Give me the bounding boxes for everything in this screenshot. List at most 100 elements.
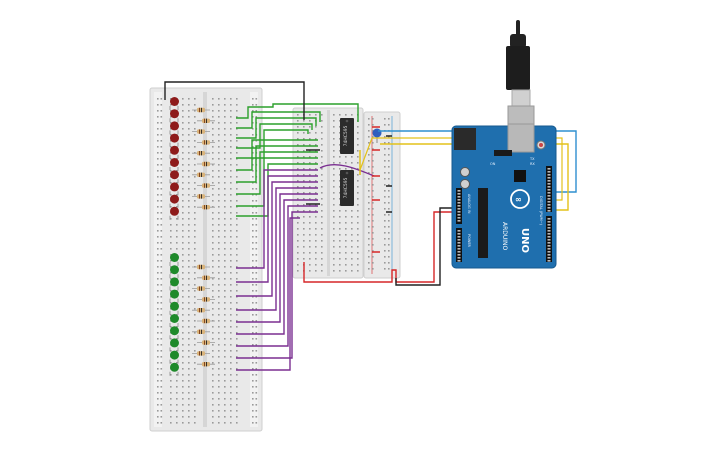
breadboard-hole <box>255 356 258 358</box>
green-led <box>170 301 179 311</box>
breadboard-hole <box>384 172 386 174</box>
breadboard-hole <box>333 174 335 176</box>
breadboard-hole <box>315 222 317 224</box>
breadboard-hole <box>224 314 226 316</box>
breadboard-hole <box>368 136 370 138</box>
breadboard-hole <box>182 98 184 100</box>
breadboard-hole <box>255 314 258 316</box>
resistor-band <box>204 205 205 210</box>
breadboard-hole <box>252 326 254 328</box>
breadboard-hole <box>309 174 311 176</box>
breadboard-hole <box>252 374 254 376</box>
breadboard-hole <box>230 416 232 418</box>
breadboard-hole <box>236 200 238 202</box>
breadboard-hole <box>333 204 335 206</box>
breadboard-hole <box>303 204 305 206</box>
breadboard-hole <box>230 248 232 250</box>
breadboard-hole <box>315 138 317 140</box>
breadboard-hole <box>309 252 311 254</box>
breadboard-hole <box>212 146 214 148</box>
breadboard-hole <box>297 204 299 206</box>
breadboard-hole <box>230 344 232 346</box>
breadboard-hole <box>236 194 238 196</box>
breadboard-hole <box>315 186 317 188</box>
breadboard-hole <box>224 272 226 274</box>
breadboard-hole <box>321 180 323 182</box>
breadboard-hole <box>230 374 232 376</box>
breadboard-hole <box>333 216 335 218</box>
breadboard-hole <box>297 132 299 134</box>
breadboard-hole <box>236 290 238 292</box>
breadboard-hole <box>303 246 305 248</box>
breadboard-hole <box>255 254 258 256</box>
breadboard-hole <box>372 256 374 258</box>
breadboard-hole <box>170 422 172 424</box>
breadboard-hole <box>339 132 341 134</box>
breadboard-hole <box>236 344 238 346</box>
breadboard-hole <box>384 166 386 168</box>
breadboard-hole <box>309 216 311 218</box>
breadboard-hole <box>188 266 190 268</box>
resistor-band <box>201 264 202 270</box>
resistor-band <box>201 129 202 134</box>
breadboard-hole <box>252 122 254 124</box>
breadboard-hole <box>170 362 172 364</box>
breadboard-hole <box>182 296 184 298</box>
breadboard-hole <box>230 272 232 274</box>
breadboard-hole <box>384 214 386 216</box>
breadboard-hole <box>255 218 258 220</box>
breadboard-hole <box>182 164 184 166</box>
resistor-band <box>201 194 202 199</box>
arduino-power-label: POWER <box>467 234 471 248</box>
breadboard-hole <box>230 266 232 268</box>
header-pin <box>457 205 461 207</box>
breadboard-hole <box>255 344 258 346</box>
breadboard-hole <box>351 270 353 272</box>
breadboard-hole <box>224 152 226 154</box>
breadboard-hole <box>212 344 214 346</box>
breadboard-hole <box>157 170 159 172</box>
breadboard-hole <box>339 144 341 146</box>
header-pin <box>457 257 461 259</box>
breadboard-hole <box>170 218 172 220</box>
header-pin <box>457 196 461 198</box>
breadboard-hole <box>368 118 370 120</box>
breadboard-hole <box>236 416 238 418</box>
header-pin <box>457 248 461 250</box>
breadboard-hole <box>321 144 323 146</box>
breadboard-hole <box>188 206 190 208</box>
breadboard-hole <box>357 126 359 128</box>
breadboard-hole <box>230 422 232 424</box>
breadboard-hole <box>212 236 214 238</box>
breadboard-hole <box>230 230 232 232</box>
breadboard-hole <box>160 140 163 142</box>
header-pin <box>547 189 551 191</box>
breadboard-hole <box>384 268 386 270</box>
breadboard-hole <box>157 158 159 160</box>
breadboard-hole <box>157 302 159 304</box>
breadboard-hole <box>388 214 390 216</box>
breadboard-hole <box>218 380 220 382</box>
breadboard-hole <box>218 398 220 400</box>
breadboard-hole <box>372 190 374 192</box>
breadboard-hole <box>252 254 254 256</box>
breadboard-hole <box>255 284 258 286</box>
breadboard-hole <box>212 212 214 214</box>
breadboard-hole <box>384 238 386 240</box>
breadboard-hole <box>194 422 196 424</box>
breadboard-hole <box>170 326 172 328</box>
breadboard-hole <box>157 422 159 424</box>
breadboard-hole <box>194 176 196 178</box>
breadboard-hole <box>170 98 172 100</box>
breadboard-hole <box>339 228 341 230</box>
header-pin <box>547 224 551 226</box>
breadboard-hole <box>384 178 386 180</box>
breadboard-hole <box>218 422 220 424</box>
breadboard-hole <box>388 136 390 138</box>
breadboard-hole <box>218 404 220 406</box>
breadboard-hole <box>236 170 238 172</box>
breadboard-hole <box>351 210 353 212</box>
breadboard-hole <box>160 110 163 112</box>
breadboard-hole <box>252 248 254 250</box>
header-pin <box>547 168 551 170</box>
